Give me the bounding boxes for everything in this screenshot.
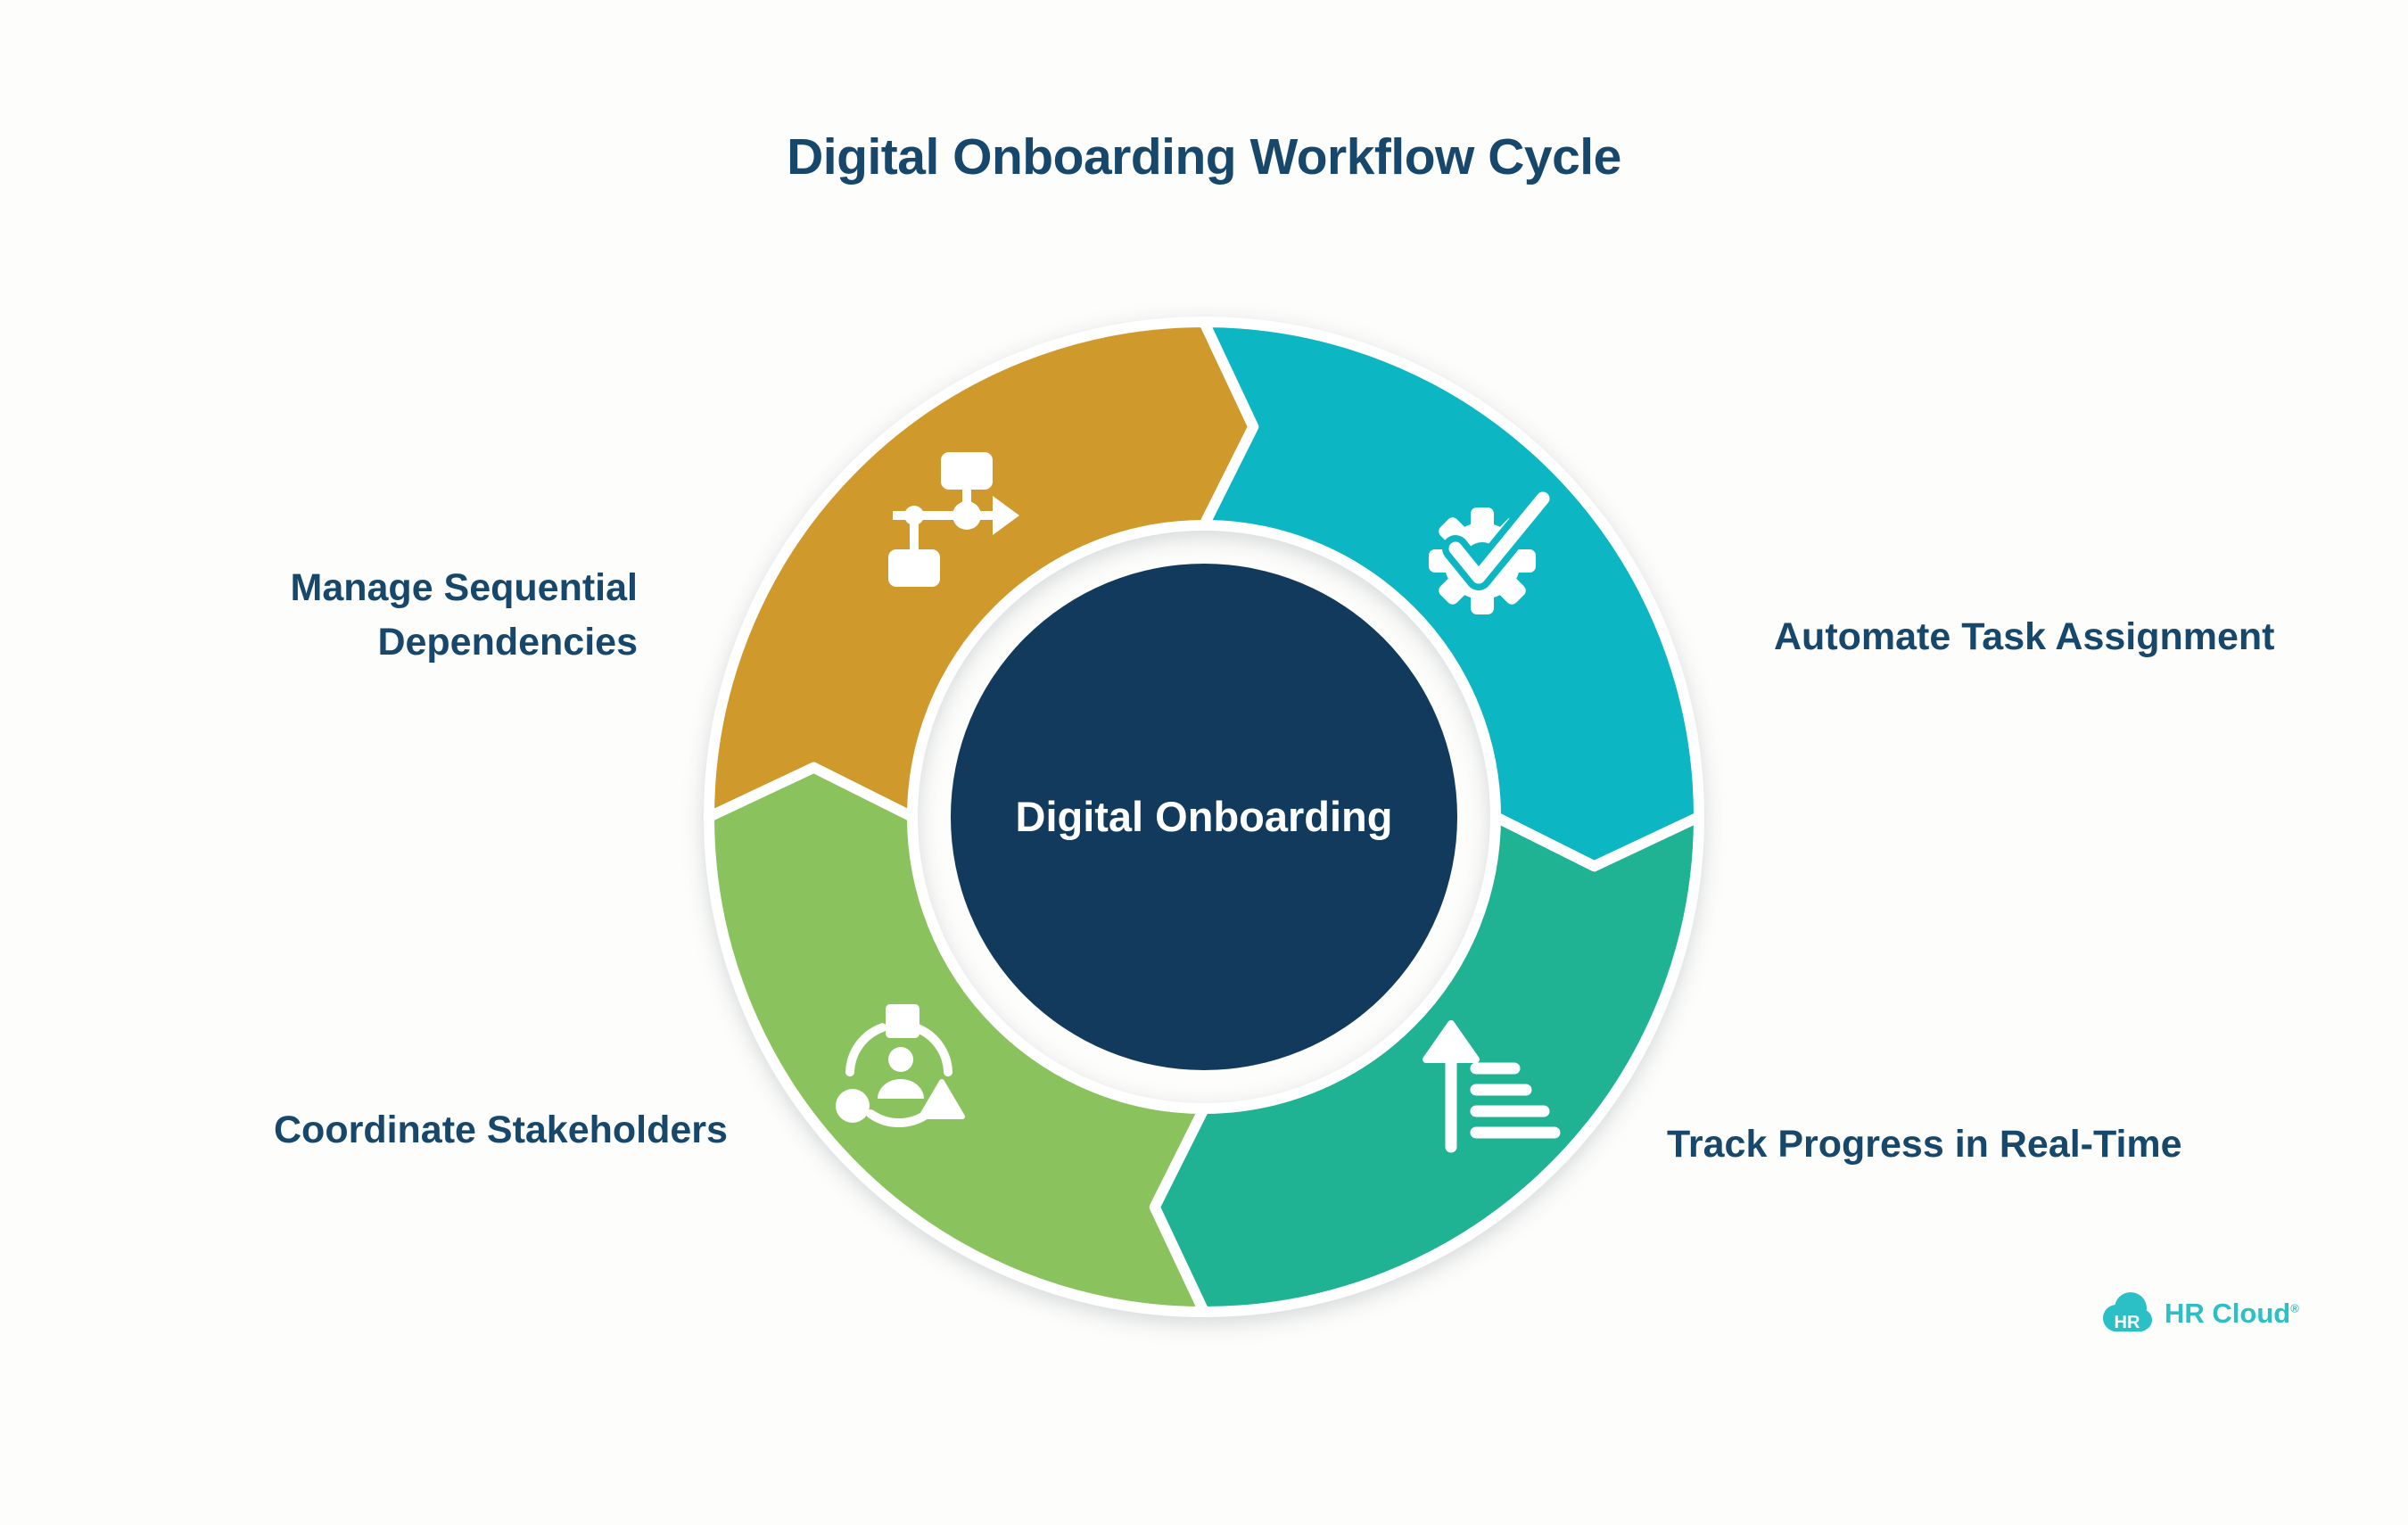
center-circle — [951, 564, 1457, 1070]
stakeholders-icon — [836, 1004, 965, 1127]
page-title: Digital Onboarding Workflow Cycle — [787, 128, 1621, 185]
segment-track-progress — [1149, 812, 1704, 1317]
registered-mark: ® — [2290, 1301, 2299, 1315]
label-line: Manage Sequential — [290, 566, 638, 609]
segment-manage-sequential-dependencies — [704, 317, 1259, 822]
label-manage-sequential-dependencies: Manage Sequential Dependencies — [291, 561, 638, 670]
center-label: Digital Onboarding — [1016, 793, 1393, 840]
progress-arrow-icon — [1423, 1020, 1561, 1153]
segment-coordinate-stakeholders — [704, 762, 1209, 1317]
label-coordinate-stakeholders: Coordinate Stakeholders — [274, 1109, 728, 1151]
logo-badge-text: HR — [2115, 1313, 2140, 1332]
logo-brand-name: HR Cloud — [2165, 1298, 2291, 1329]
hr-cloud-logo: HR HR Cloud® — [2098, 1286, 2299, 1341]
flowchart-icon — [888, 452, 1019, 587]
cloud-icon: HR — [2103, 1292, 2152, 1332]
label-line: Dependencies — [377, 621, 638, 664]
gear-check-icon — [1429, 485, 1556, 614]
label-track-progress: Track Progress in Real-Time — [1667, 1123, 2182, 1166]
label-automate-task-assignment: Automate Task Assignment — [1774, 615, 2275, 658]
logo-brand-text: HR Cloud® — [2165, 1298, 2299, 1330]
